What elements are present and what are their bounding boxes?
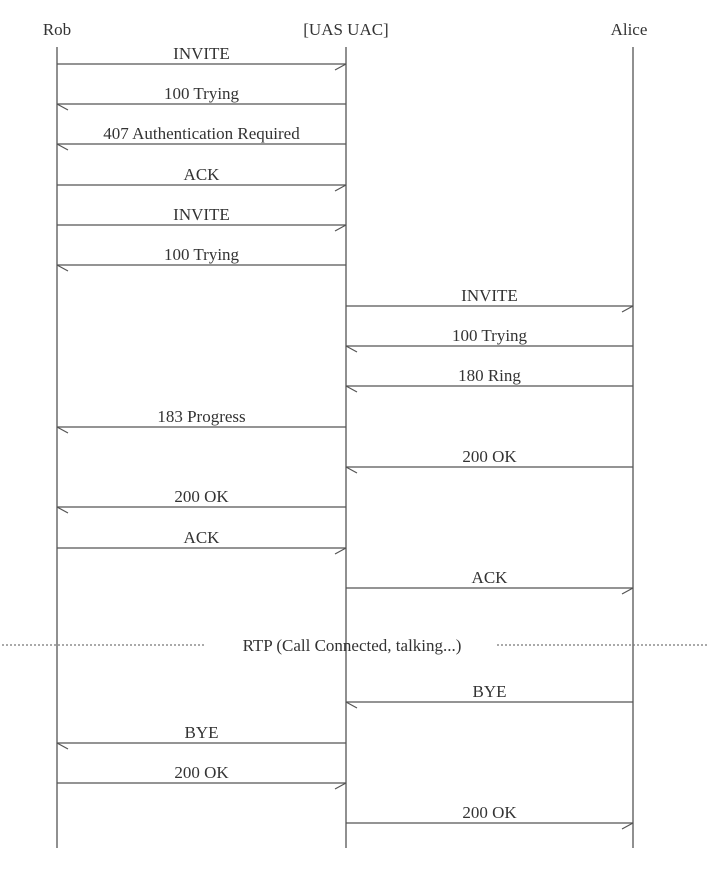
message-label: ACK — [472, 568, 509, 587]
message-arrow: 100 Trying — [56, 245, 346, 272]
arrowhead — [334, 63, 347, 71]
message-label: BYE — [185, 723, 219, 742]
arrowhead — [345, 385, 358, 393]
message-arrow: 183 Progress — [56, 407, 346, 434]
message-label: INVITE — [461, 286, 518, 305]
arrowhead — [56, 506, 69, 514]
message-label: 100 Trying — [164, 245, 240, 264]
message-arrow: 100 Trying — [345, 326, 633, 353]
message-arrow: ACK — [57, 528, 347, 555]
arrowhead — [345, 701, 358, 709]
arrowhead — [56, 426, 69, 434]
arrowhead — [56, 264, 69, 272]
message-arrow: BYE — [56, 723, 346, 750]
rtp-label: RTP (Call Connected, talking...) — [243, 636, 462, 655]
participant-rob-label: Rob — [43, 20, 71, 39]
message-label: 100 Trying — [452, 326, 528, 345]
message-arrow: 180 Ring — [345, 366, 633, 393]
message-label: 200 OK — [174, 487, 229, 506]
message-arrow: ACK — [346, 568, 634, 595]
message-label: 407 Authentication Required — [103, 124, 300, 143]
arrowhead — [334, 224, 347, 232]
message-label: INVITE — [173, 44, 230, 63]
message-label: 200 OK — [462, 803, 517, 822]
message-arrow: 200 OK — [346, 803, 634, 830]
arrowhead — [56, 103, 69, 111]
message-label: INVITE — [173, 205, 230, 224]
arrowhead — [334, 782, 347, 790]
message-arrow: 200 OK — [345, 447, 633, 474]
message-label: ACK — [184, 528, 221, 547]
message-arrow: INVITE — [57, 205, 347, 232]
message-arrow: INVITE — [57, 44, 347, 71]
arrowhead — [621, 822, 634, 830]
message-label: 200 OK — [174, 763, 229, 782]
arrowhead — [334, 547, 347, 555]
participant-uas-uac-label: [UAS UAC] — [303, 20, 388, 39]
message-arrow: ACK — [57, 165, 347, 192]
arrowhead — [345, 345, 358, 353]
message-label: 100 Trying — [164, 84, 240, 103]
message-label: BYE — [473, 682, 507, 701]
message-arrow: 407 Authentication Required — [56, 124, 346, 151]
message-arrow: 100 Trying — [56, 84, 346, 111]
arrowhead — [334, 184, 347, 192]
arrowhead — [621, 305, 634, 313]
message-arrow: BYE — [345, 682, 633, 709]
arrowhead — [56, 143, 69, 151]
participant-alice-label: Alice — [611, 20, 648, 39]
message-label: 200 OK — [462, 447, 517, 466]
rtp-separator: RTP (Call Connected, talking...) — [2, 636, 709, 655]
message-label: 180 Ring — [458, 366, 521, 385]
message-arrow: 200 OK — [57, 763, 347, 790]
message-arrow: INVITE — [346, 286, 634, 313]
message-arrow: 200 OK — [56, 487, 346, 514]
arrowhead — [345, 466, 358, 474]
message-label: ACK — [184, 165, 221, 184]
message-label: 183 Progress — [157, 407, 245, 426]
arrowhead — [56, 742, 69, 750]
arrowhead — [621, 587, 634, 595]
